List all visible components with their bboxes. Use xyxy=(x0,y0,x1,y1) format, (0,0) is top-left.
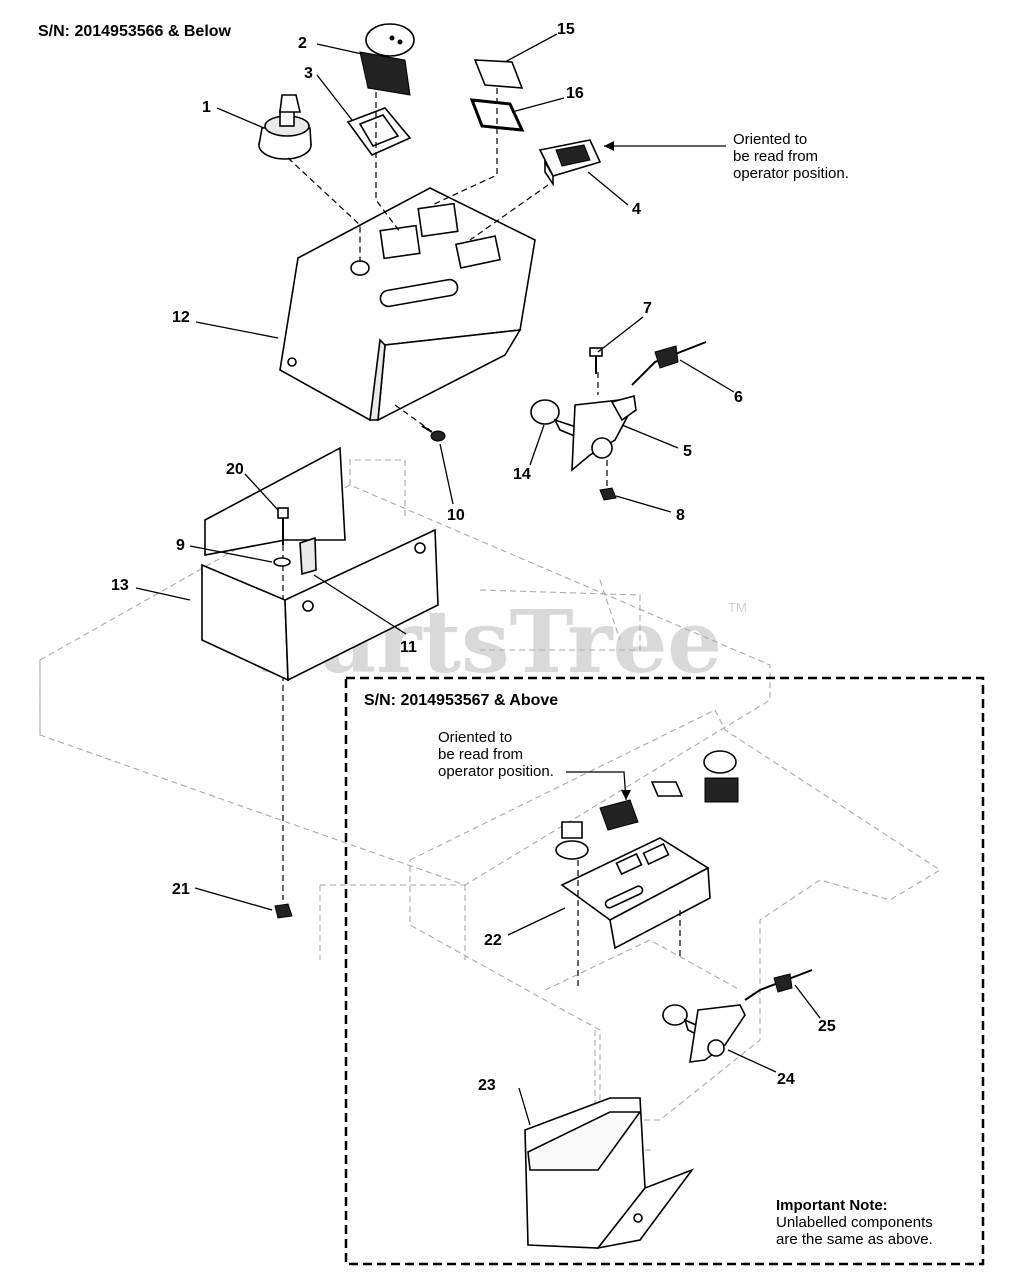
ignition-switch-1 xyxy=(258,94,312,160)
callout-8: 8 xyxy=(676,507,685,524)
mount-plate-22 xyxy=(560,837,711,950)
pto-switch-2 xyxy=(359,23,415,96)
arrow-head-inset xyxy=(621,790,631,800)
callout-9: 9 xyxy=(176,537,185,554)
callout-11: 11 xyxy=(400,639,417,656)
callout-2: 2 xyxy=(298,35,307,52)
assembly-lines-upper xyxy=(282,88,608,900)
gasket-16 xyxy=(469,98,525,132)
callout-16: 16 xyxy=(566,85,584,102)
bracket-23 xyxy=(524,1097,695,1250)
callout-23: 23 xyxy=(478,1077,496,1094)
dash-panel-12 xyxy=(279,187,536,422)
important-note-title: Important Note: xyxy=(776,1197,888,1214)
callout-22: 22 xyxy=(484,932,502,949)
inset-orientation-note-line-3: operator position. xyxy=(438,763,554,780)
orientation-note-line-3: operator position. xyxy=(733,165,849,182)
throttle-lever-5 xyxy=(530,394,637,472)
callout-3: 3 xyxy=(304,65,313,82)
callout-13: 13 xyxy=(111,577,129,594)
important-note-line-1: Unlabelled components xyxy=(776,1214,933,1231)
inset-components xyxy=(555,750,739,990)
cable-25 xyxy=(744,969,813,1001)
callout-14: 14 xyxy=(513,466,531,483)
callout-21: 21 xyxy=(172,881,190,898)
hardware-upper xyxy=(421,347,617,501)
callout-15: 15 xyxy=(557,21,575,38)
callout-labels: 1 2 3 4 5 6 7 8 9 10 11 12 13 14 15 16 2… xyxy=(111,21,836,1094)
important-note-line-2: are the same as above. xyxy=(776,1231,933,1248)
callout-1: 1 xyxy=(202,99,211,116)
callout-5: 5 xyxy=(683,443,692,460)
serial-header-below: S/N: 2014953566 & Below xyxy=(38,23,232,40)
serial-header-above: S/N: 2014953567 & Above xyxy=(364,692,558,709)
callout-4: 4 xyxy=(632,201,641,218)
rocker-switch-4 xyxy=(538,139,602,187)
callout-20: 20 xyxy=(226,461,244,478)
ghost-deck-upper xyxy=(39,459,771,960)
callout-7: 7 xyxy=(643,300,652,317)
callout-12: 12 xyxy=(172,309,190,326)
arrow-head-upper xyxy=(604,141,614,151)
bezel-3 xyxy=(346,107,412,156)
orientation-note-line-1: Oriented to xyxy=(733,131,807,148)
callout-10: 10 xyxy=(447,507,465,524)
callout-leaders xyxy=(135,33,821,1126)
callout-6: 6 xyxy=(734,389,743,406)
cable-6 xyxy=(631,341,707,386)
inset-orientation-note-line-2: be read from xyxy=(438,746,523,763)
callout-24: 24 xyxy=(777,1071,795,1088)
inset-box xyxy=(344,676,985,1266)
orientation-note-line-2: be read from xyxy=(733,148,818,165)
callout-25: 25 xyxy=(818,1018,836,1035)
watermark-tm: TM xyxy=(728,600,747,615)
inset-orientation-note-line-1: Oriented to xyxy=(438,729,512,746)
throttle-lever-24 xyxy=(662,1004,746,1063)
cap-15 xyxy=(473,59,524,89)
